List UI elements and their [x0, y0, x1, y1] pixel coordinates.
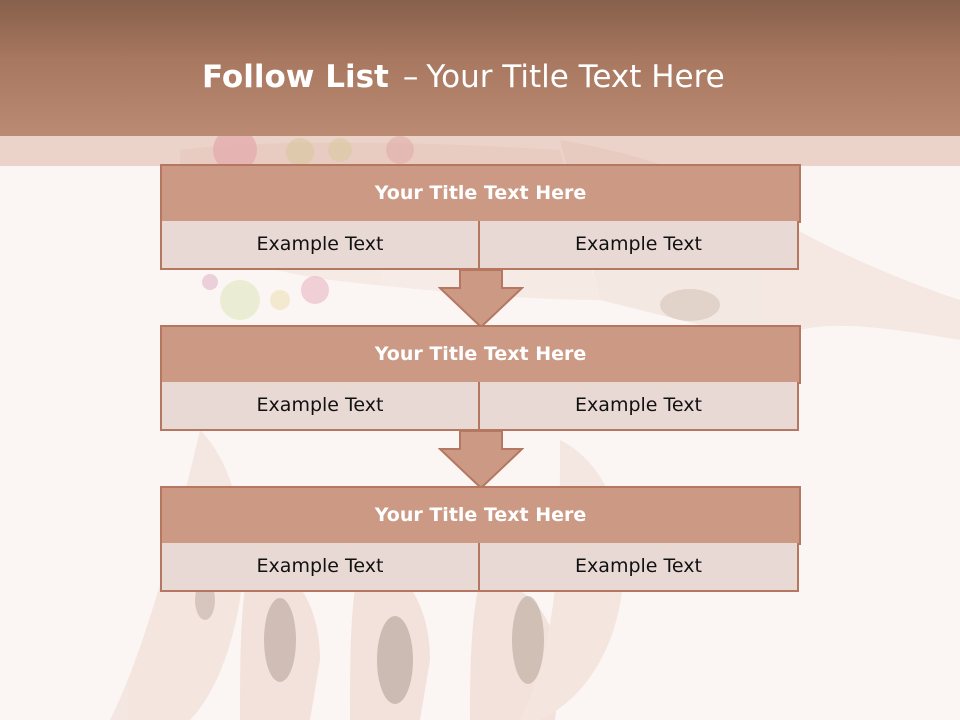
title-bold: Follow List — [202, 59, 389, 95]
title-separator: – — [402, 59, 419, 95]
block-title: Your Title Text Here — [160, 164, 801, 223]
block-title: Your Title Text Here — [160, 486, 801, 545]
title-rest: Your Title Text Here — [426, 59, 725, 95]
down-arrow-icon — [438, 270, 524, 328]
header-band — [0, 0, 960, 136]
block-cell-right: Example Text — [480, 543, 799, 592]
block-title: Your Title Text Here — [160, 325, 801, 384]
block-cell-left: Example Text — [160, 221, 480, 270]
block-cell-left: Example Text — [160, 382, 480, 431]
block-cell-right: Example Text — [480, 221, 799, 270]
header-strip — [0, 136, 960, 166]
down-arrow-icon — [438, 431, 524, 489]
block-cell-right: Example Text — [480, 382, 799, 431]
block-cell-left: Example Text — [160, 543, 480, 592]
slide-title: Follow List–Your Title Text Here — [202, 54, 725, 100]
